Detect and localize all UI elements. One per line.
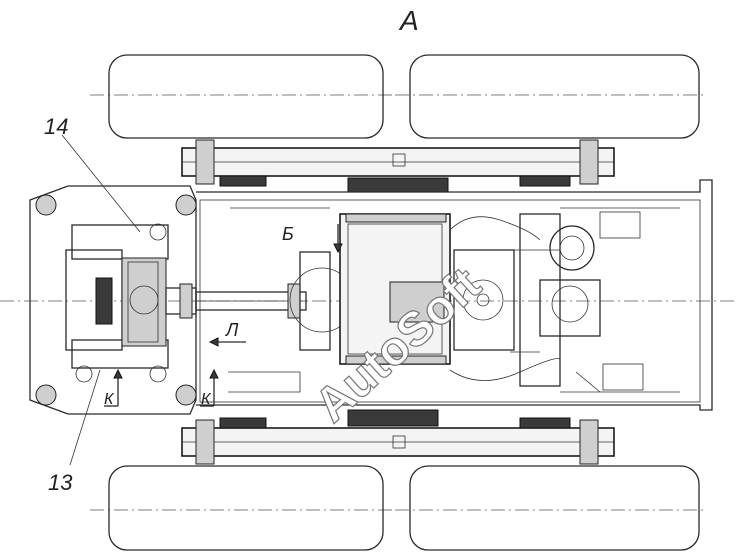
arrow-b (333, 224, 343, 254)
tyre-bottom-left (108, 465, 384, 551)
part-label-14: 14 (44, 114, 68, 139)
section-mark-k-left (104, 368, 123, 407)
leader-13 (69, 369, 101, 466)
bottom-track-beam (181, 409, 615, 465)
arrow-l (208, 337, 246, 347)
label-b: Б (282, 224, 294, 244)
leader-14 (61, 134, 141, 233)
corner-bosses (35, 194, 197, 406)
tyre-bottom-right (409, 465, 700, 551)
section-mark-k-right (200, 368, 219, 407)
top-track-beam (181, 139, 615, 193)
label-k-left: К (104, 391, 115, 408)
label-l: Л (225, 320, 239, 340)
engine-block (289, 213, 601, 387)
transfer-gearbox (65, 224, 169, 369)
piping (228, 216, 601, 393)
tyre-top-left (108, 54, 384, 139)
view-label: A (398, 5, 419, 36)
drive-shaft (165, 283, 307, 319)
label-k-right: К (201, 391, 212, 408)
part-label-13: 13 (48, 470, 73, 495)
tyre-top-right (409, 54, 700, 139)
